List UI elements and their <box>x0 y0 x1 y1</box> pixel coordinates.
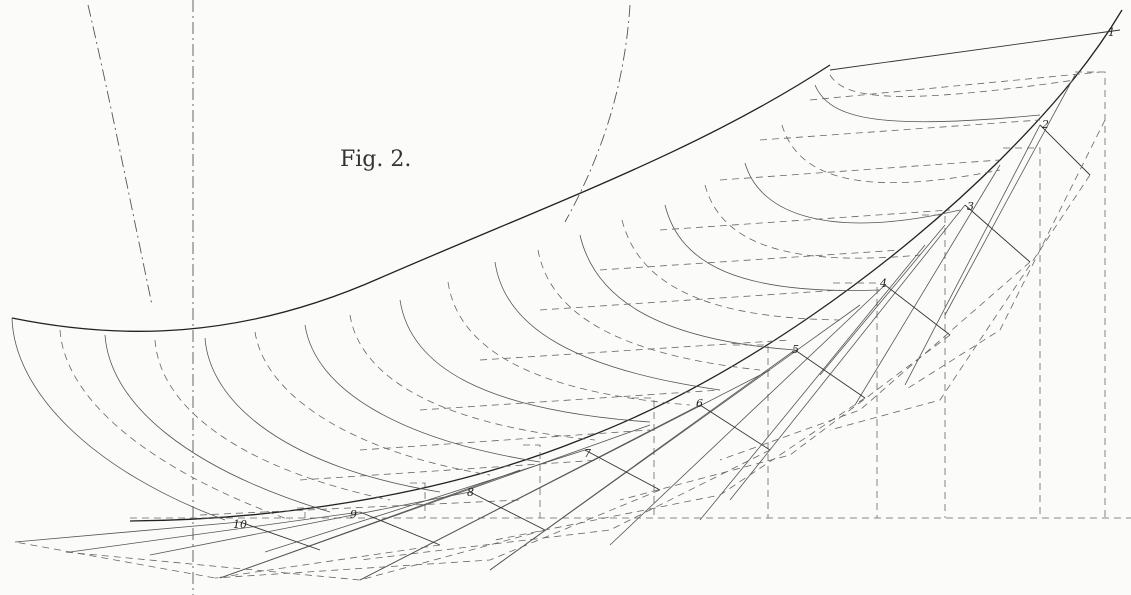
station-label-6: 6 <box>696 397 703 410</box>
generator-curves-solid <box>11 84 1041 521</box>
upper-edge-curve <box>11 64 831 332</box>
figure-title: Fig. 2. <box>340 147 411 172</box>
fan-lines <box>14 74 1076 581</box>
station-label-10: 10 <box>233 518 247 531</box>
station-label-1: 1 <box>1108 26 1115 39</box>
left-construction-arc <box>87 4 153 306</box>
station-label-4: 4 <box>879 277 887 290</box>
station-label-8: 8 <box>467 486 474 499</box>
generator-curves-dashed <box>59 74 1076 521</box>
station-label-5: 5 <box>792 343 799 356</box>
station-label-3: 3 <box>967 200 974 213</box>
station-line <box>129 9 1123 522</box>
station-label-7: 7 <box>584 447 591 460</box>
station-labels: 1 2 3 4 5 6 7 8 9 10 <box>233 26 1115 531</box>
station-label-9: 9 <box>350 508 357 521</box>
normal-ticks <box>239 124 1091 551</box>
lower-construction-dashed <box>14 119 1106 581</box>
ruled-lines <box>199 29 1121 516</box>
right-construction-arc <box>564 4 631 223</box>
construction-lines <box>87 0 631 595</box>
station-label-2: 2 <box>1041 118 1049 131</box>
vertical-projections <box>297 71 1106 518</box>
